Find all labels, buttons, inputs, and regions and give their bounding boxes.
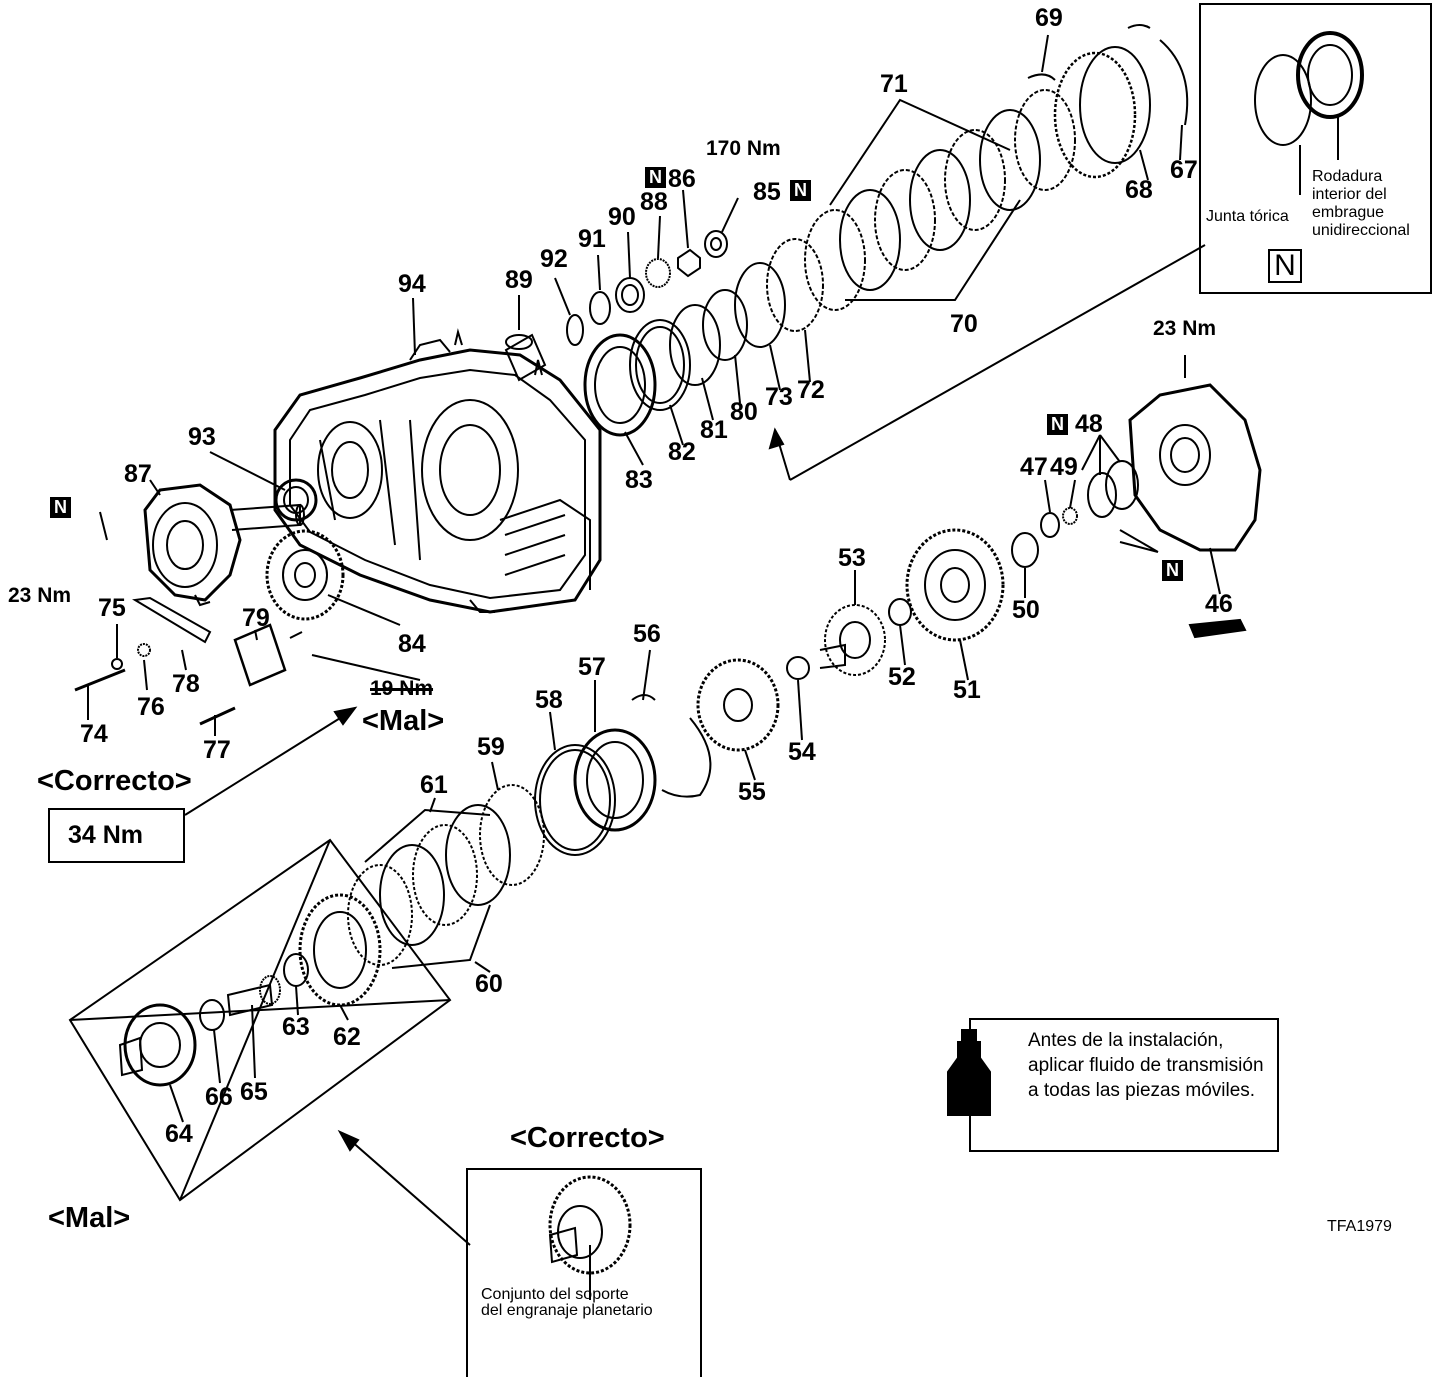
part-59: 59 <box>477 733 505 761</box>
part-50: 50 <box>1012 596 1040 624</box>
label-planetary-1: Conjunto del soporte <box>481 1286 629 1303</box>
part-55: 55 <box>738 778 766 806</box>
part-52: 52 <box>888 663 916 691</box>
part-68: 68 <box>1125 176 1153 204</box>
part-57: 57 <box>578 653 606 681</box>
inset-planetary-carrier: Conjunto del soporte del engranaje plane… <box>466 1168 702 1377</box>
part-87: 87 <box>124 460 152 488</box>
callout-mal-lower: <Mal> <box>48 1202 131 1234</box>
transmission-case <box>273 328 602 614</box>
part-72: 72 <box>797 376 825 404</box>
part-58: 58 <box>535 686 563 714</box>
part-48: 48 <box>1075 410 1103 438</box>
part-63: 63 <box>282 1013 310 1041</box>
part-83: 83 <box>625 466 653 494</box>
torque-23-top: 23 Nm <box>1153 317 1217 340</box>
part-91: 91 <box>578 225 606 253</box>
part-47: 47 <box>1020 453 1048 481</box>
n-badge-85: N <box>790 180 811 201</box>
transfer-assembly <box>143 483 305 607</box>
torque-34-text: 34 Nm <box>68 821 144 849</box>
n-badge-pins: N <box>1162 560 1183 581</box>
part-93: 93 <box>188 423 216 451</box>
callout-correcto-upper: <Correcto> <box>37 765 192 797</box>
note-box: Antes de la instalación, aplicar fluido … <box>969 1018 1279 1152</box>
torque-170: 170 Nm <box>706 137 781 160</box>
part-62: 62 <box>333 1023 361 1051</box>
torque-23-left: 23 Nm <box>8 584 72 607</box>
part-70: 70 <box>950 310 978 338</box>
part-53: 53 <box>838 544 866 572</box>
part-90: 90 <box>608 203 636 231</box>
part-66: 66 <box>205 1083 233 1111</box>
torque-19-wrong: 19 Nm <box>370 677 434 700</box>
part-64: 64 <box>165 1120 193 1148</box>
label-race-2: interior del <box>1312 186 1387 203</box>
part-88: 88 <box>640 188 668 216</box>
part-76: 76 <box>137 693 165 721</box>
label-race-1: Rodadura <box>1312 168 1383 185</box>
part-49: 49 <box>1050 453 1078 481</box>
part-61: 61 <box>420 771 448 799</box>
inset-oring-race: Junta tórica Rodadura interior del embra… <box>1199 3 1432 294</box>
part-86: 86 <box>668 165 696 193</box>
figure-code: TFA1979 <box>1327 1218 1392 1235</box>
part-84: 84 <box>398 630 426 658</box>
part-74: 74 <box>80 720 108 748</box>
label-race-3: embrague <box>1312 204 1385 221</box>
part-71: 71 <box>880 70 908 98</box>
part-77: 77 <box>203 736 231 764</box>
part-79: 79 <box>242 604 270 632</box>
part-51: 51 <box>953 676 981 704</box>
n-badge-86: N <box>645 167 666 188</box>
part-60: 60 <box>475 970 503 998</box>
note-text: Antes de la instalación, aplicar fluido … <box>1028 1030 1264 1101</box>
part-56: 56 <box>633 620 661 648</box>
part-89: 89 <box>505 266 533 294</box>
label-oring: Junta tórica <box>1206 208 1289 225</box>
part-92: 92 <box>540 245 568 273</box>
callout-correcto-lower: <Correcto> <box>510 1122 665 1154</box>
label-race-4: unidireccional <box>1312 222 1410 239</box>
part-54: 54 <box>788 738 816 766</box>
part-85: 85 <box>753 178 781 206</box>
part-81: 81 <box>700 416 728 444</box>
part-46: 46 <box>1205 590 1233 618</box>
callout-mal-upper: <Mal> <box>362 705 445 737</box>
part-69: 69 <box>1035 4 1063 32</box>
n-symbol-inset: N <box>1268 249 1302 283</box>
part-65: 65 <box>240 1078 268 1106</box>
part-80: 80 <box>730 398 758 426</box>
part-67: 67 <box>1170 156 1198 184</box>
torque-34-box: 34 Nm <box>48 808 185 863</box>
part-94: 94 <box>398 270 426 298</box>
n-badge-left: N <box>50 497 71 518</box>
n-badge-48: N <box>1047 414 1068 435</box>
part-75: 75 <box>98 594 126 622</box>
part-73: 73 <box>765 383 793 411</box>
part-82: 82 <box>668 438 696 466</box>
part-78: 78 <box>172 670 200 698</box>
label-planetary-2: del engranaje planetario <box>481 1302 653 1319</box>
